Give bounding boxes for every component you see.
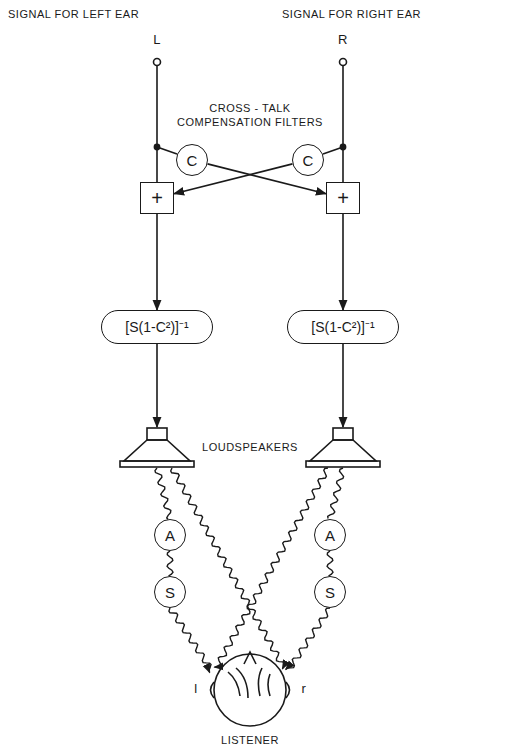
filter-circle: C bbox=[176, 144, 208, 176]
acoustic-path bbox=[327, 551, 333, 576]
listener-caption: LISTENER bbox=[221, 734, 279, 748]
loudspeaker-symbol bbox=[120, 428, 194, 467]
node-text: [S(1-C²)]⁻¹ bbox=[125, 320, 188, 334]
filter-caption: CROSS - TALK COMPENSATION FILTERS bbox=[172, 102, 328, 130]
acoustic-path bbox=[155, 468, 171, 520]
acoustic-path bbox=[328, 468, 344, 519]
ear-label: l bbox=[194, 681, 197, 697]
listener-head bbox=[211, 652, 290, 726]
summer-box: + bbox=[326, 182, 360, 214]
transfer-circle: S bbox=[154, 576, 186, 608]
signal-label: SIGNAL FOR RIGHT EAR bbox=[282, 8, 421, 22]
node-text: C bbox=[303, 153, 314, 168]
terminal bbox=[340, 59, 347, 66]
transfer-circle: S bbox=[314, 576, 346, 608]
channel-label: L bbox=[153, 32, 161, 48]
node-text: C bbox=[187, 153, 198, 168]
node-text: S bbox=[165, 585, 175, 600]
loudspeaker-symbol bbox=[306, 428, 380, 467]
acoustic-path bbox=[286, 608, 330, 670]
node-text: + bbox=[151, 188, 163, 208]
branch-wire bbox=[323, 147, 343, 154]
equalizer-box: [S(1-C²)]⁻¹ bbox=[287, 310, 399, 344]
node-text: A bbox=[165, 528, 175, 543]
transfer-circle: A bbox=[314, 519, 346, 551]
signal-label: SIGNAL FOR LEFT EAR bbox=[8, 8, 139, 22]
acoustic-path bbox=[167, 551, 173, 576]
node-text: A bbox=[325, 528, 335, 543]
speaker-caption: LOUDSPEAKERS bbox=[202, 441, 298, 455]
signal-wire bbox=[156, 344, 158, 427]
acoustic-path bbox=[171, 468, 285, 669]
summer-box: + bbox=[140, 182, 174, 214]
signal-wire bbox=[342, 344, 344, 427]
acoustic-path bbox=[169, 608, 211, 673]
equalizer-box: [S(1-C²)]⁻¹ bbox=[101, 310, 213, 344]
terminal bbox=[154, 59, 161, 66]
acoustic-path bbox=[214, 468, 328, 667]
transfer-circle: A bbox=[154, 519, 186, 551]
node-text: S bbox=[325, 585, 335, 600]
signal-wire bbox=[342, 66, 344, 182]
filter-circle: C bbox=[292, 144, 324, 176]
signal-wire bbox=[156, 66, 158, 182]
ear-label: r bbox=[302, 681, 307, 697]
channel-label: R bbox=[338, 32, 348, 48]
signal-connector bbox=[156, 214, 158, 310]
branch-wire bbox=[157, 147, 177, 154]
signal-connector bbox=[342, 214, 344, 310]
node-text: + bbox=[337, 188, 349, 208]
node-text: [S(1-C²)]⁻¹ bbox=[311, 320, 374, 334]
